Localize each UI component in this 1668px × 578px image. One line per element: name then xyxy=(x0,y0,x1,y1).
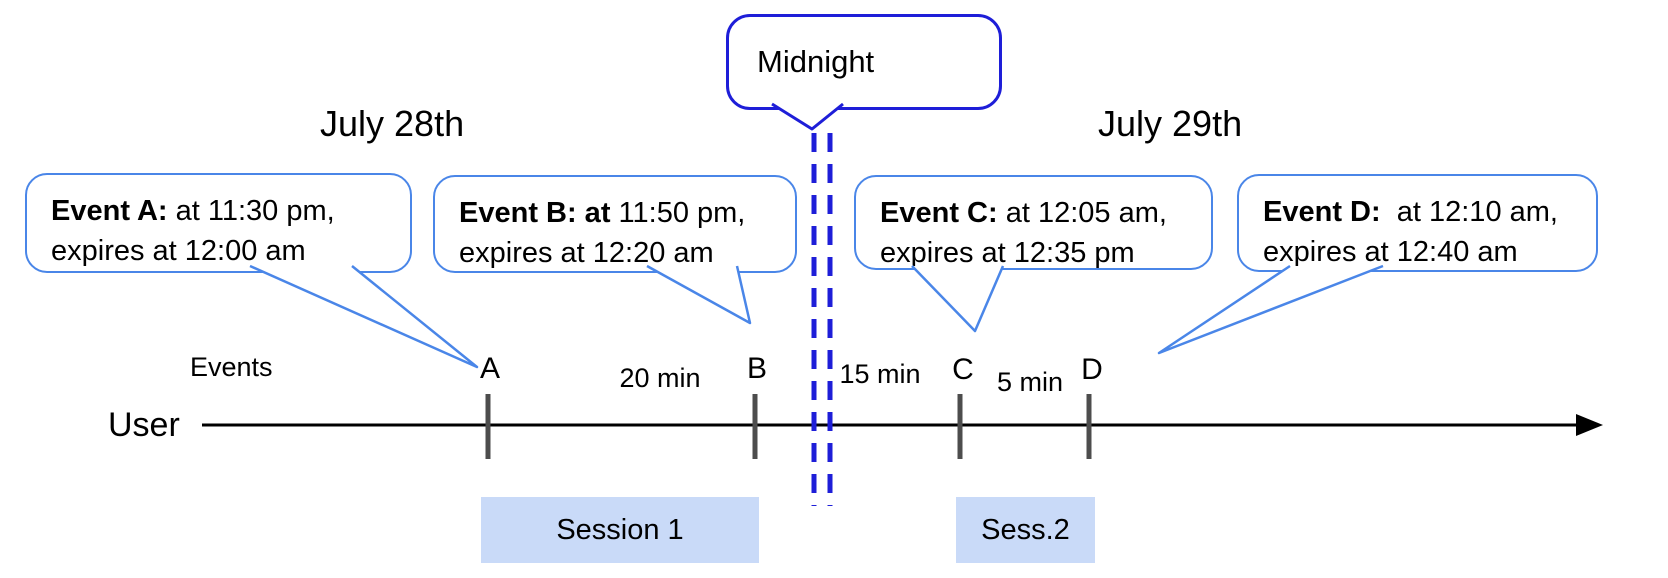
interval-20-min: 20 min xyxy=(619,363,701,393)
tick-label-d: D xyxy=(1081,353,1103,386)
user-row-label: User xyxy=(108,406,180,444)
event-b-line2: expires at 12:20 am xyxy=(459,237,714,269)
event-b-callout-tail xyxy=(646,264,752,325)
event-a-callout: Event A: at 11:30 pm, expires at 12:00 a… xyxy=(25,173,412,273)
events-row-label: Events xyxy=(190,352,273,382)
midnight-callout: Midnight xyxy=(726,14,1002,110)
session-1-label: Session 1 xyxy=(556,513,684,546)
date-heading-july-29: July 29th xyxy=(1098,103,1243,144)
session-2-label: Sess.2 xyxy=(981,513,1070,546)
event-a-line1: Event A: at 11:30 pm, xyxy=(51,191,402,231)
event-c-callout-tail xyxy=(911,265,1005,333)
event-d-callout-tail xyxy=(1157,264,1384,355)
session-2-box: Sess.2 xyxy=(956,497,1095,563)
event-d-callout: Event D: at 12:10 am, expires at 12:40 a… xyxy=(1237,174,1598,272)
event-b-title: Event B: at xyxy=(459,197,611,229)
midnight-label: Midnight xyxy=(757,44,875,79)
event-b-line1: Event B: at 11:50 pm, xyxy=(459,193,787,233)
event-c-line1: Event C: at 12:05 am, xyxy=(880,193,1203,233)
event-c-line2: expires at 12:35 pm xyxy=(880,237,1135,269)
event-d-line2: expires at 12:40 am xyxy=(1263,236,1518,268)
date-heading-july-28: July 28th xyxy=(320,103,465,144)
event-d-line1: Event D: at 12:10 am, xyxy=(1263,192,1588,232)
interval-5-min: 5 min xyxy=(996,367,1064,397)
event-d-title: Event D: xyxy=(1263,196,1381,228)
timeline-arrowhead xyxy=(1576,414,1603,436)
event-c-callout: Event C: at 12:05 am, expires at 12:35 p… xyxy=(854,175,1213,270)
tick-label-c: C xyxy=(952,353,974,386)
event-b-callout: Event B: at 11:50 pm, expires at 12:20 a… xyxy=(433,175,797,273)
session-1-box: Session 1 xyxy=(481,497,759,563)
event-a-line2: expires at 12:00 am xyxy=(51,235,306,267)
event-a-title: Event A: xyxy=(51,195,168,227)
event-c-time: at 12:05 am, xyxy=(997,197,1167,229)
event-d-time: at 12:10 am, xyxy=(1380,196,1558,228)
interval-15-min: 15 min xyxy=(839,359,921,389)
tick-label-a: A xyxy=(479,352,501,385)
tick-label-b: B xyxy=(746,352,768,385)
event-a-callout-tail xyxy=(249,264,479,369)
event-c-title: Event C: xyxy=(880,197,998,229)
event-b-time: 11:50 pm, xyxy=(610,197,746,229)
event-a-time: at 11:30 pm, xyxy=(167,195,335,227)
